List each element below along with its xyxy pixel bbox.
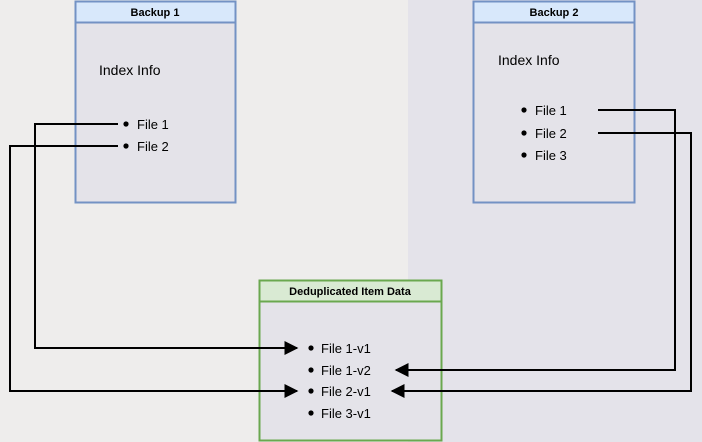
dedup-box-body (258, 279, 443, 442)
backup2-box[interactable]: Backup 2 Index Info File 1 File 2 File 3 (472, 0, 636, 204)
backup1-box[interactable]: Backup 1 Index Info File 1 File 2 (74, 0, 237, 204)
backup1-item-0: File 1 (137, 117, 169, 132)
dedup-bullet-icon (308, 388, 314, 394)
dedup-bullet-icon (308, 345, 314, 351)
backup2-title: Backup 2 (530, 7, 579, 19)
dedup-item-2: File 2-v1 (321, 384, 371, 399)
backup1-box-body (74, 0, 237, 204)
dedup-title: Deduplicated Item Data (289, 286, 412, 298)
dedup-bullet-icon (308, 367, 314, 373)
backup1-bullet-icon (123, 121, 129, 127)
dedup-header-bar (258, 279, 443, 303)
backup2-box-body (472, 0, 636, 204)
backup2-subtitle: Index Info (498, 52, 560, 68)
dedup-item-1: File 1-v2 (321, 363, 371, 378)
backup2-item-2: File 3 (535, 148, 567, 163)
backup1-title: Backup 1 (131, 7, 180, 19)
backup2-bullet-icon (521, 130, 527, 136)
backup2-bullet-icon (521, 152, 527, 158)
connector-backup1-file2-to-file2v1 (9, 145, 299, 398)
dedup-item-3: File 3-v1 (321, 406, 371, 421)
backup2-item-0: File 1 (535, 103, 567, 118)
connector-backup2-file1-to-file1v2 (394, 109, 676, 377)
backup2-bullet-icon (521, 107, 527, 113)
dedup-bullet-icon (308, 410, 314, 416)
backup1-item-1: File 2 (137, 139, 169, 154)
backup2-header-bar (472, 0, 636, 24)
connector-backup1-file1-to-file1v1 (34, 123, 299, 355)
backup1-subtitle: Index Info (99, 62, 161, 78)
backup1-bullet-icon (123, 143, 129, 149)
dedup-item-0: File 1-v1 (321, 341, 371, 356)
connector-backup2-file2-to-file2v1 (390, 132, 692, 398)
dedup-box[interactable]: Deduplicated Item Data File 1-v1 File 1-… (258, 279, 443, 442)
backup1-header-bar (74, 0, 237, 24)
backup2-item-1: File 2 (535, 126, 567, 141)
